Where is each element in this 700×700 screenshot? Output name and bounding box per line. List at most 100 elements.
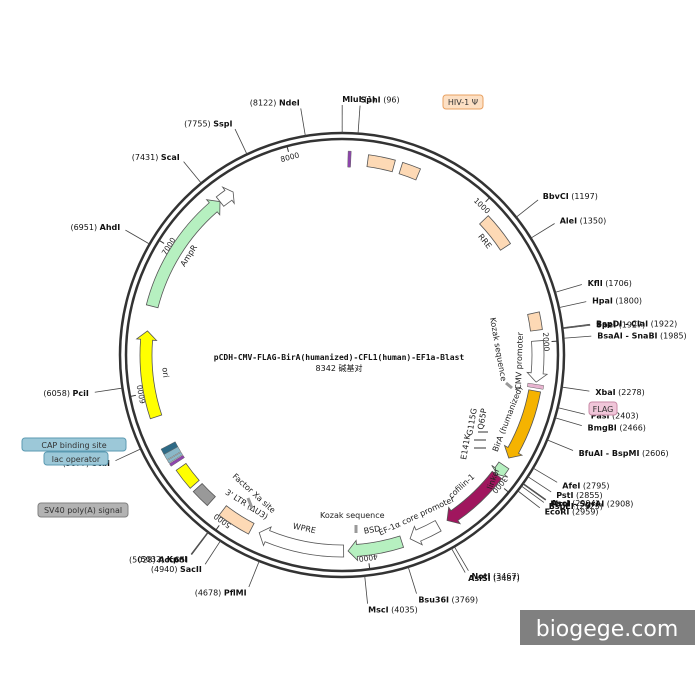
site-label-1: SphI (96) (360, 96, 399, 105)
site-line (527, 476, 552, 493)
feature-22 (215, 186, 235, 207)
tick-label: 4000 (358, 552, 378, 563)
svg-text:HIV-1 Ψ: HIV-1 Ψ (448, 98, 478, 107)
site-label-18: EcoRI (2959) (545, 508, 599, 517)
feature-21 (145, 199, 221, 309)
feature-20-label: ori (160, 367, 170, 378)
site-label-7: SpeI (1927) (596, 321, 645, 330)
site-line (554, 284, 582, 293)
site-label-8: BsaAI - SnaBI (1985) (597, 332, 686, 341)
site-label-14: PstI (2855) (556, 491, 602, 500)
tick-label: 8000 (280, 150, 301, 164)
site-line (515, 199, 539, 218)
tick-mark (503, 488, 510, 493)
site-label-22: MscI (4035) (368, 606, 418, 615)
feature-13 (218, 505, 255, 535)
tag-cap-binding-site: CAP binding site (21, 437, 127, 452)
site-line (530, 223, 555, 239)
site-line (562, 323, 591, 329)
tag-flag: FLAG (588, 401, 618, 416)
site-line (248, 560, 260, 588)
site-line (94, 387, 123, 393)
site-line (517, 490, 541, 509)
site-line (191, 532, 209, 555)
site-line (557, 407, 585, 415)
site-label-3: AleI (1350) (560, 216, 607, 225)
site-line (183, 161, 202, 184)
feature-19 (169, 454, 185, 467)
site-label-32: (8122) NdeI (250, 99, 300, 108)
feature-8 (491, 461, 510, 478)
site-line (453, 546, 469, 571)
site-label-2: BbvCI (1197) (543, 192, 598, 201)
site-line (532, 467, 558, 483)
tag-sv40-polya: SV40 poly(A) signal (37, 502, 129, 518)
watermark: biogege.com (520, 610, 695, 645)
site-label-23: (4678) PflMI (195, 589, 247, 598)
feature-11 (347, 535, 405, 562)
tick-mark (129, 394, 137, 397)
tick-mark (215, 525, 220, 531)
site-line (357, 105, 361, 134)
site-label-15: AscI (2904) (551, 499, 599, 508)
feature-17 (160, 441, 179, 455)
backbone-inner (124, 137, 560, 573)
site-label-20: AsiSI (3487) (468, 574, 520, 583)
tag-lac-operator: lac operator (43, 451, 109, 466)
site-line (563, 335, 592, 339)
feature-12-label: WPRE (292, 522, 317, 536)
site-label-31: (7755) SspI (184, 120, 232, 129)
site-line (561, 386, 590, 392)
site-line (234, 128, 248, 155)
site-label-0: MluI (1) (342, 95, 375, 104)
site-label-9: XbaI (2278) (595, 388, 644, 397)
feature-0 (347, 150, 352, 168)
site-label-16: MreI - SgrAI (2908) (550, 500, 633, 509)
svg-text:CAP binding site: CAP binding site (41, 441, 106, 450)
site-line (522, 483, 546, 501)
kozak-label-1: Kozak sequence (488, 317, 508, 382)
feature-2 (398, 161, 422, 181)
kozak-label-2: Kozak sequence (320, 511, 385, 520)
site-line (547, 439, 574, 451)
tick-label: 1000 (472, 196, 492, 216)
site-label-10: PasI (2403) (591, 412, 639, 421)
feature-11-label: BSD (363, 524, 381, 536)
site-label-5: HpaI (1800) (592, 296, 642, 305)
site-label-11: BmgBI (2466) (588, 423, 646, 432)
svg-text:biogege.com: biogege.com (536, 617, 679, 642)
backbone-outer (118, 131, 566, 579)
tick-mark (368, 563, 371, 570)
site-label-30: (7431) ScaI (132, 153, 180, 162)
site-line (521, 485, 545, 503)
site-line (115, 448, 141, 462)
svg-text:lac operator: lac operator (52, 455, 101, 464)
site-line (190, 531, 209, 555)
site-line (554, 417, 582, 427)
site-label-26: (5032) KpnI (138, 555, 188, 564)
feature-12 (258, 526, 345, 558)
feature-6 (527, 382, 544, 390)
plasmid-size: 8342 碱基对 (316, 363, 363, 373)
feature-7 (503, 389, 542, 459)
site-line (364, 575, 368, 604)
plasmid-title: pCDH-CMV-FLAG-BirA(humanized)-CFL1(human… (214, 352, 465, 362)
q65p-label: Q65P (476, 408, 489, 431)
feature-10 (409, 520, 442, 546)
feature-15 (192, 482, 216, 507)
site-label-13: AfeI (2795) (562, 481, 609, 490)
tick-mark (158, 239, 165, 244)
site-line (451, 547, 466, 573)
e141k-label: E141K (459, 433, 472, 460)
feature-14 (175, 462, 200, 489)
feature-1 (366, 154, 396, 173)
feature-4 (527, 311, 543, 332)
site-line (407, 566, 417, 594)
site-label-29: (6951) AhdI (70, 223, 120, 232)
feature-3 (479, 215, 512, 251)
site-line (300, 108, 306, 137)
svg-text:FLAG: FLAG (593, 405, 614, 414)
feature-20 (135, 330, 163, 420)
